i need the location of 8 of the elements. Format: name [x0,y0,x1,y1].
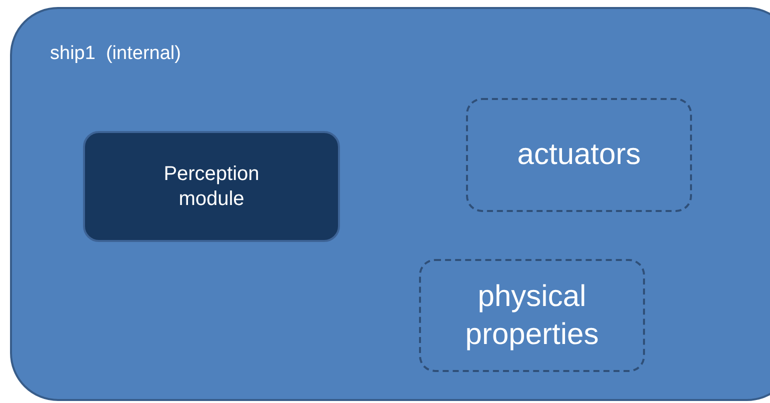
module-box [83,131,340,242]
dashed-box [466,98,692,212]
container-title: ship1 (internal) [50,43,181,65]
node-label: physical properties [464,279,600,352]
node-label: actuators [517,137,641,174]
container-box [10,7,770,401]
dashed-box [419,259,645,372]
node-label: Perception module [162,162,260,212]
